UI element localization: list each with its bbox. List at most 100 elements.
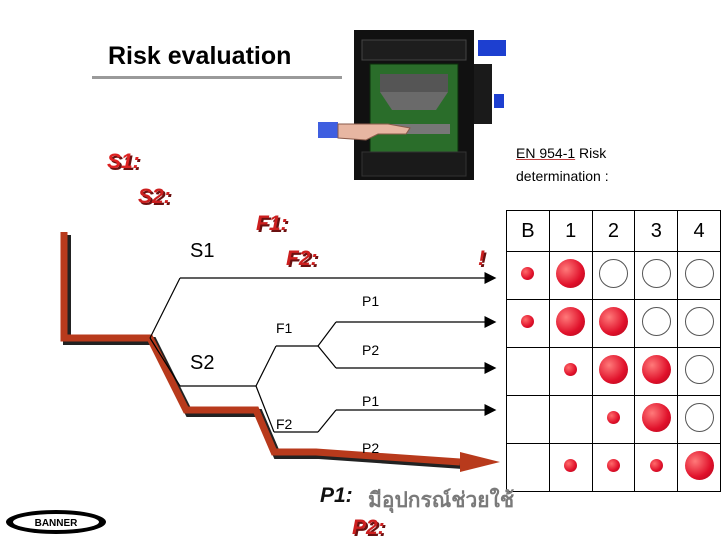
exclaim-mark: ! bbox=[478, 247, 485, 270]
risk-path-arrowhead bbox=[460, 452, 500, 472]
empty-circle-icon bbox=[684, 402, 714, 432]
small-dot-icon bbox=[564, 362, 578, 376]
standard-code: EN 954-1 bbox=[516, 145, 576, 161]
machine-indicator bbox=[494, 94, 504, 108]
matrix-cell bbox=[548, 443, 593, 492]
matrix-cell bbox=[506, 347, 550, 396]
matrix-cell bbox=[677, 347, 721, 396]
branch-f1 bbox=[255, 345, 277, 387]
branch-s2 bbox=[149, 337, 181, 387]
category-header: 1 bbox=[548, 210, 593, 252]
title-underline bbox=[92, 40, 342, 79]
category-header: 3 bbox=[634, 210, 679, 252]
small-dot-icon bbox=[606, 458, 620, 472]
matrix-row bbox=[506, 395, 721, 444]
tree-label-s1: S1 bbox=[190, 240, 215, 262]
machine-base bbox=[361, 151, 467, 177]
matrix-cell bbox=[677, 299, 721, 348]
tree-label-s2: S2 bbox=[190, 352, 215, 374]
branch-f2-p1 bbox=[317, 409, 337, 433]
matrix-cell bbox=[634, 347, 679, 396]
small-dot-icon bbox=[649, 458, 663, 472]
category-matrix-body bbox=[506, 251, 721, 492]
matrix-cell bbox=[591, 443, 636, 492]
matrix-cell bbox=[506, 299, 550, 348]
category-header: 4 bbox=[677, 210, 721, 252]
matrix-cell bbox=[591, 395, 636, 444]
matrix-cell bbox=[591, 251, 636, 300]
matrix-cell bbox=[506, 443, 550, 492]
matrix-cell bbox=[677, 395, 721, 444]
empty-circle-icon bbox=[598, 258, 628, 288]
s2-heading: S2: bbox=[138, 185, 171, 208]
matrix-cell bbox=[634, 395, 679, 444]
matrix-row bbox=[506, 299, 721, 348]
sleeve bbox=[318, 122, 338, 138]
small-dot-icon bbox=[564, 458, 578, 472]
matrix-cell bbox=[548, 395, 593, 444]
category-header-row: B 1 2 3 4 bbox=[506, 210, 721, 252]
tree-label-f2: F2 bbox=[276, 416, 293, 432]
machine-die-lower bbox=[378, 124, 450, 134]
tree-label-p2-upper: P2 bbox=[362, 342, 380, 358]
empty-circle-icon bbox=[684, 258, 714, 288]
p1-description: มีอุปกรณ์ช่วยใช้ bbox=[368, 488, 515, 512]
matrix-cell bbox=[506, 395, 550, 444]
empty-circle-icon bbox=[684, 354, 714, 384]
hand-icon bbox=[337, 123, 411, 141]
matrix-cell bbox=[591, 347, 636, 396]
matrix-cell bbox=[548, 251, 593, 300]
branch-f2 bbox=[255, 385, 275, 433]
p1-heading: P1: bbox=[320, 484, 353, 507]
category-header: 2 bbox=[591, 210, 636, 252]
empty-circle-icon bbox=[684, 306, 714, 336]
matrix-cell bbox=[548, 299, 593, 348]
press-machine-illustration bbox=[318, 30, 506, 180]
large-dot-icon bbox=[641, 402, 671, 432]
standard-tail: Risk bbox=[575, 145, 607, 161]
banner-logo-text: BANNER bbox=[35, 518, 79, 529]
machine-motor bbox=[478, 40, 506, 56]
large-dot-icon bbox=[684, 450, 714, 480]
matrix-cell bbox=[634, 299, 679, 348]
machine-side-box bbox=[474, 64, 492, 124]
large-dot-icon bbox=[556, 306, 586, 336]
matrix-cell bbox=[677, 443, 721, 492]
branch-s1 bbox=[149, 277, 181, 339]
machine-die-upper bbox=[380, 92, 448, 110]
s1-heading: S1: bbox=[107, 150, 140, 173]
category-header: B bbox=[506, 210, 550, 252]
tree-label-f1: F1 bbox=[276, 320, 293, 336]
tree-label-p1-lower: P1 bbox=[362, 393, 380, 409]
matrix-row bbox=[506, 443, 721, 492]
tree-label-p2-lower: P2 bbox=[362, 440, 380, 456]
small-dot-icon bbox=[521, 314, 535, 328]
f1-heading: F1: bbox=[256, 212, 288, 235]
risk-path bbox=[60, 232, 461, 466]
branch-f1-p1 bbox=[317, 321, 337, 347]
empty-circle-icon bbox=[641, 306, 671, 336]
small-dot-icon bbox=[521, 266, 535, 280]
machine-ram bbox=[380, 74, 448, 92]
matrix-cell bbox=[591, 299, 636, 348]
matrix-row bbox=[506, 251, 721, 300]
matrix-cell bbox=[634, 443, 679, 492]
tree-label-p1-upper: P1 bbox=[362, 293, 380, 309]
large-dot-icon bbox=[556, 258, 586, 288]
large-dot-icon bbox=[598, 306, 628, 336]
standard-note: EN 954-1 Risk determination : bbox=[516, 142, 609, 188]
matrix-cell bbox=[677, 251, 721, 300]
banner-logo: BANNER bbox=[6, 510, 106, 534]
p2-heading: P2: bbox=[352, 516, 385, 539]
matrix-cell bbox=[634, 251, 679, 300]
f2-heading: F2: bbox=[286, 247, 318, 270]
matrix-cell bbox=[548, 347, 593, 396]
large-dot-icon bbox=[598, 354, 628, 384]
branch-f1-p2 bbox=[317, 345, 337, 369]
empty-circle-icon bbox=[641, 258, 671, 288]
large-dot-icon bbox=[641, 354, 671, 384]
matrix-cell bbox=[506, 251, 550, 300]
category-matrix: B 1 2 3 4 bbox=[506, 210, 721, 492]
standard-line2: determination : bbox=[516, 168, 609, 184]
